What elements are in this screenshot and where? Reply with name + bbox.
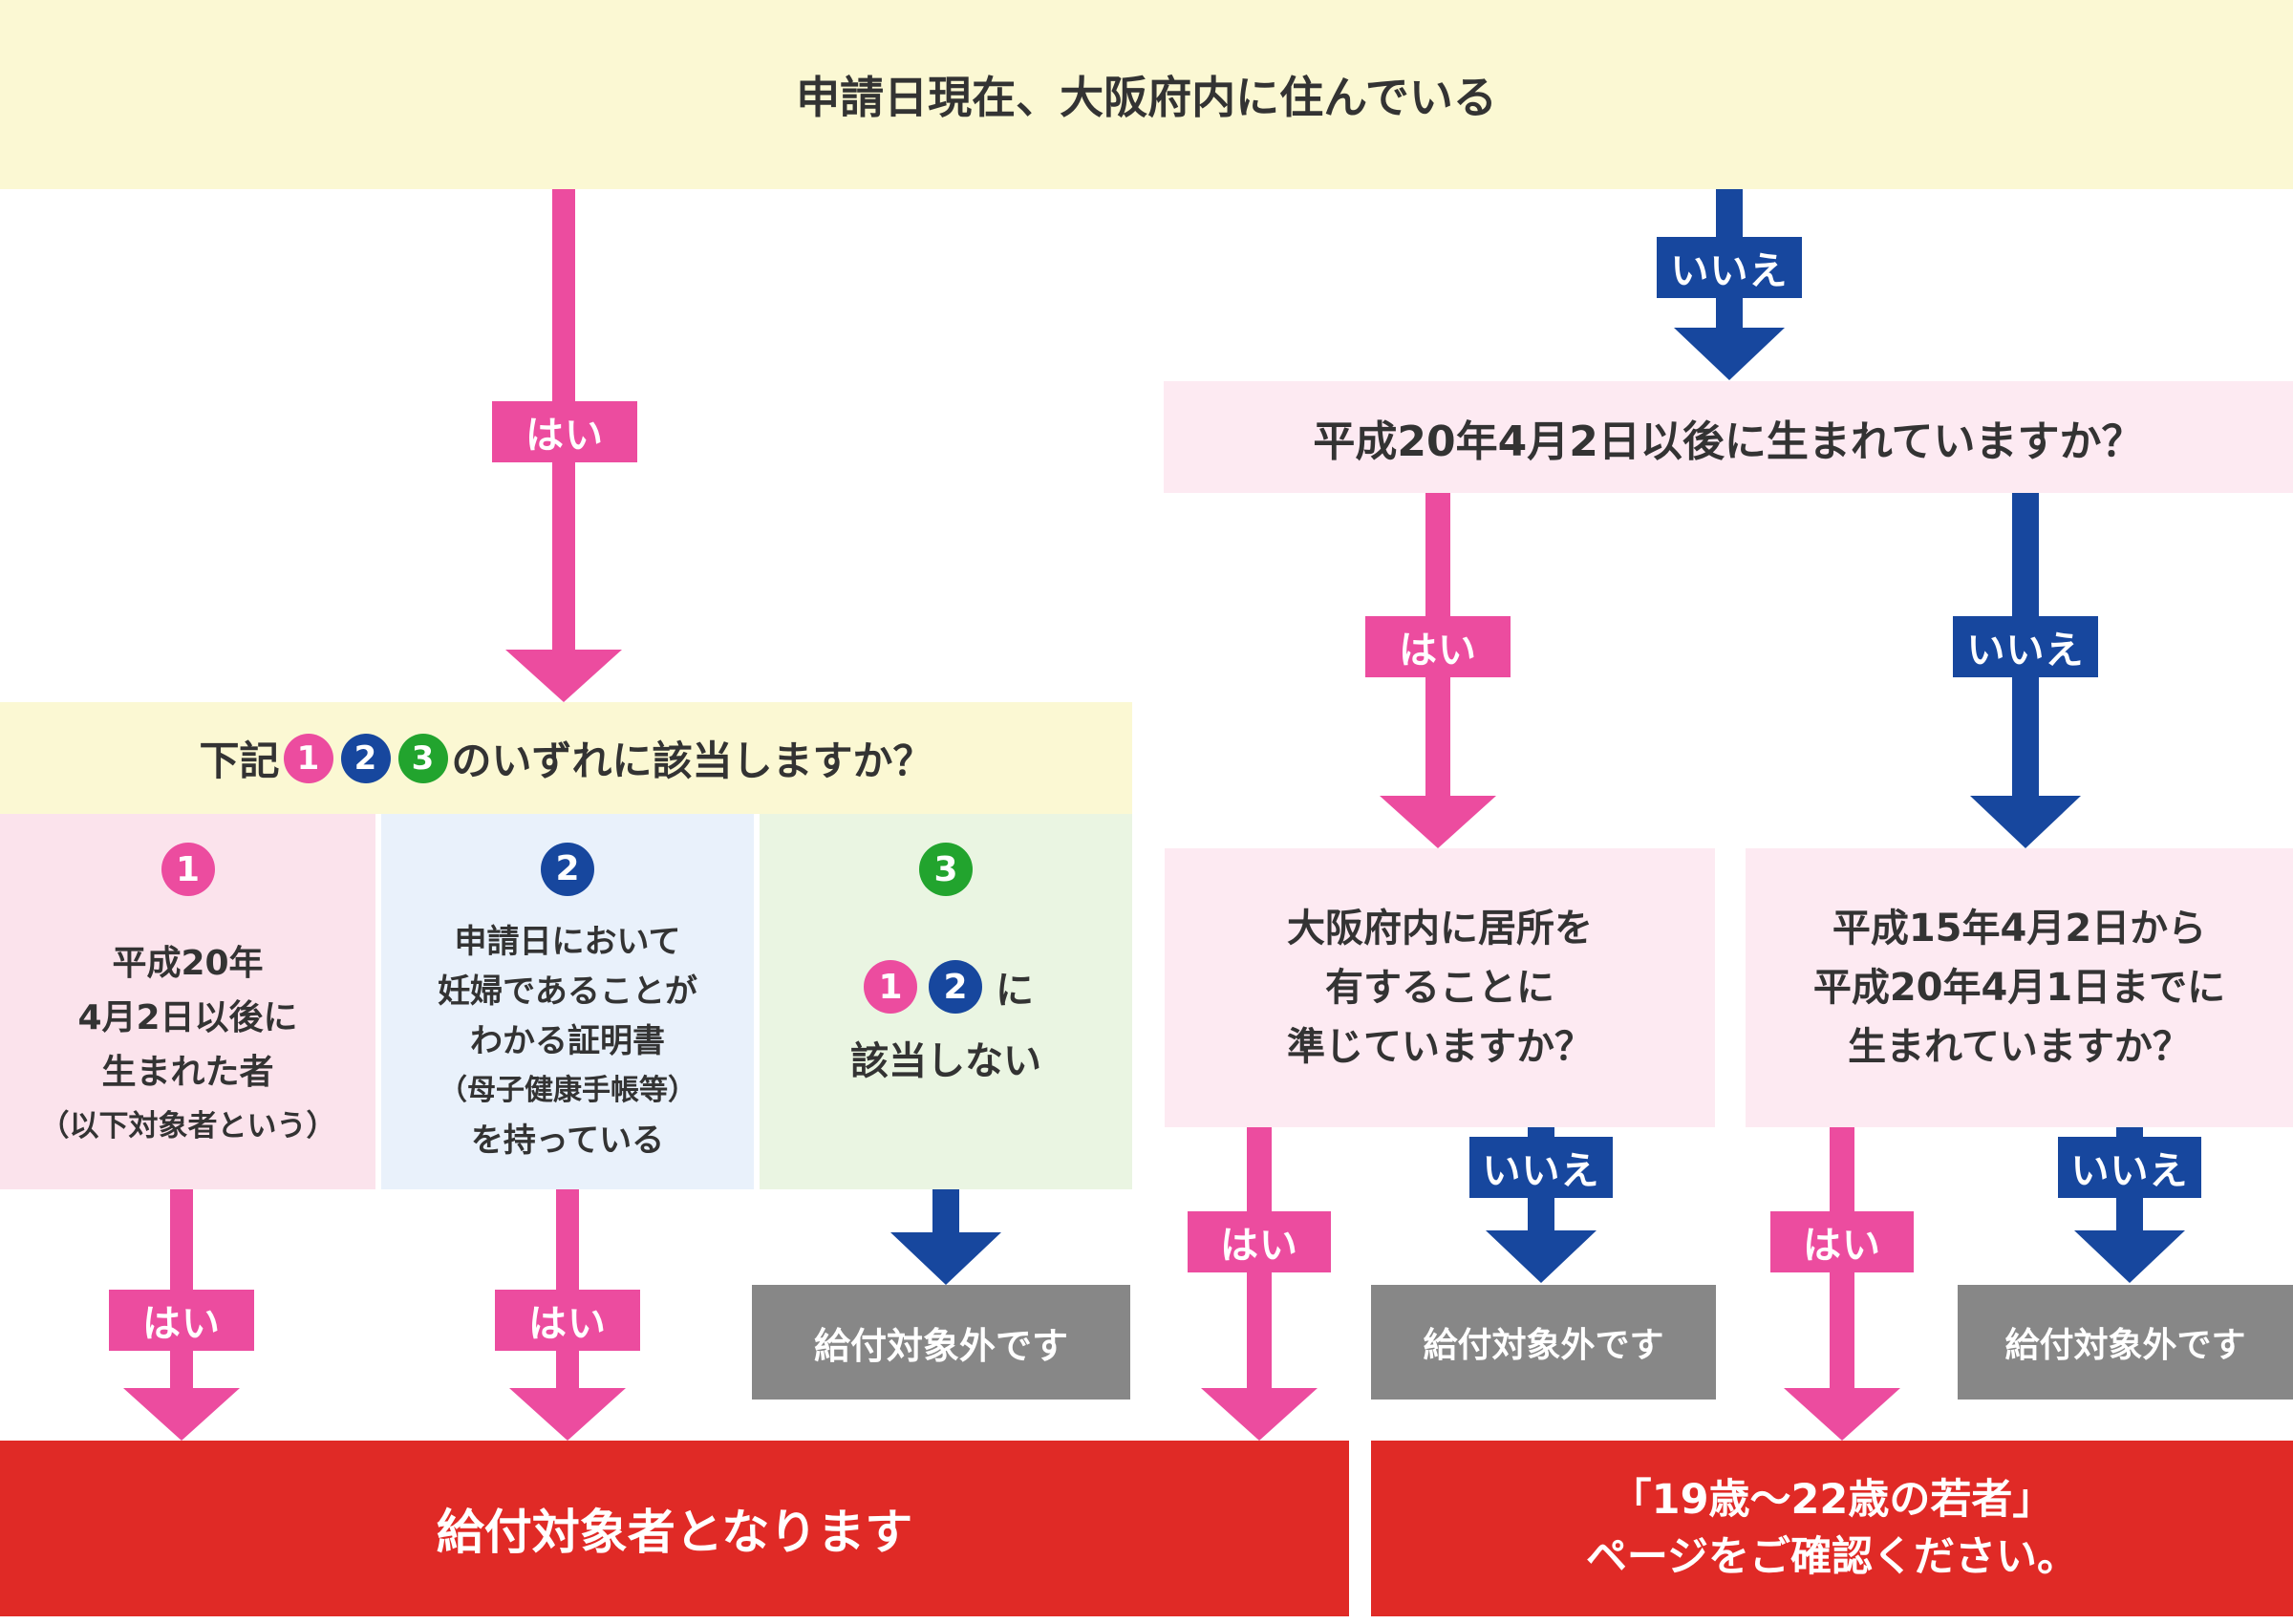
label-yes-text: はい xyxy=(525,414,604,458)
question-born-h15-h20-line: 平成20年4月1日までに xyxy=(1812,966,2226,1010)
label-yes-text: はい xyxy=(1399,629,1477,673)
arrow-no-to-h15-question-head xyxy=(1970,796,2081,848)
label-no-h15: いいえ xyxy=(2058,1137,2201,1198)
circled-2-icon: 2 xyxy=(929,960,982,1014)
label-no-text: いいえ xyxy=(1482,1149,1600,1193)
question-born-h15-h20-line: 生まれていますか？ xyxy=(1848,1025,2191,1069)
option-2-line: わかる証明書 xyxy=(469,1022,665,1060)
option-2-line: 妊婦であることが xyxy=(438,972,697,1011)
question-residence-line: 準じていますか？ xyxy=(1287,1025,1593,1069)
question-born-after-h20-text: 平成20年4月2日以後に生まれていますか？ xyxy=(1313,417,2144,466)
question-residence-line: 有することに xyxy=(1325,966,1554,1010)
arrow-yes-h15-head xyxy=(1784,1388,1900,1441)
label-no-text: いいえ xyxy=(2070,1149,2189,1193)
arrow-yes-option2-shaft xyxy=(556,1189,579,1388)
option-2-box: 2 申請日において 妊婦であることが わかる証明書 （母子健康手帳等） を持って… xyxy=(381,814,754,1189)
label-yes-h15: はい xyxy=(1770,1211,1914,1272)
eligible-box: 給付対象者となります xyxy=(0,1441,1349,1616)
question-born-h15-h20: 平成15年4月2日から 平成20年4月1日までに 生まれていますか？ xyxy=(1746,848,2293,1127)
label-yes-text: はい xyxy=(142,1302,221,1346)
arrow-option3-not-eligible-head xyxy=(890,1232,1001,1285)
question-which-category: 下記 1 2 3 のいずれに該当しますか？ xyxy=(0,702,1132,814)
label-yes-option2: はい xyxy=(495,1290,640,1351)
option-3-line: 該当しない xyxy=(850,1039,1041,1083)
question-residence-line: 大阪府内に居所を xyxy=(1287,907,1593,951)
label-yes-text: はい xyxy=(1803,1224,1881,1268)
label-yes-to-residence: はい xyxy=(1365,616,1511,677)
label-no-residence: いいえ xyxy=(1469,1137,1613,1198)
arrow-yes-option1-head xyxy=(123,1388,240,1441)
label-no-text: いいえ xyxy=(1670,249,1789,293)
circled-3-icon: 3 xyxy=(397,733,448,783)
question-born-after-h20: 平成20年4月2日以後に生まれていますか？ xyxy=(1164,381,2293,493)
circled-2-icon: 2 xyxy=(541,843,594,896)
circled-1-icon: 1 xyxy=(864,960,917,1014)
option-1-line: 生まれた者 xyxy=(101,1053,274,1092)
question-residence: 大阪府内に居所を 有することに 準じていますか？ xyxy=(1165,848,1715,1127)
option-2-line: を持っている xyxy=(470,1122,665,1160)
option-1-line: 4月2日以後に xyxy=(77,998,298,1037)
circled-1-icon: 1 xyxy=(283,733,333,783)
arrow-yes-to-residence-head xyxy=(1380,796,1496,848)
option-3-box: 3 1 2 に 該当しない xyxy=(760,814,1132,1189)
circled-3-icon: 3 xyxy=(919,843,973,896)
arrow-no-h15-head xyxy=(2074,1230,2185,1283)
arrow-option3-not-eligible-shaft xyxy=(932,1189,959,1232)
option-2-line: （母子健康手帳等） xyxy=(438,1074,696,1107)
not-eligible-text: 給付対象外です xyxy=(1423,1326,1664,1365)
arrow-no-residence-head xyxy=(1486,1230,1597,1283)
label-yes-text: はい xyxy=(528,1302,607,1346)
start-banner: 申請日現在、大阪府内に住んでいる xyxy=(0,0,2293,189)
see-youth-page-box: 「19歳～22歳の若者」 ページをご確認ください。 xyxy=(1371,1441,2293,1616)
arrow-yes-option1-shaft xyxy=(170,1189,193,1388)
option-1-line: 平成20年 xyxy=(112,944,264,983)
eligible-text: 給付対象者となります xyxy=(436,1505,913,1560)
arrow-yes-option2-head xyxy=(509,1388,626,1441)
not-eligible-text: 給付対象外です xyxy=(813,1324,1068,1367)
arrow-no-to-birth-question-head xyxy=(1674,328,1785,380)
label-no-text: いいえ xyxy=(1966,629,2085,673)
label-yes-option1: はい xyxy=(109,1290,254,1351)
circled-2-icon: 2 xyxy=(340,733,391,783)
see-youth-page-line: 「19歳～22歳の若者」 xyxy=(1610,1476,2054,1524)
option-1-box: 1 平成20年 4月2日以後に 生まれた者 （以下対象者という） xyxy=(0,814,375,1189)
label-yes-residence: はい xyxy=(1188,1211,1331,1272)
arrow-yes-to-category-head xyxy=(505,650,622,702)
not-eligible-box-2: 給付対象外です xyxy=(1371,1285,1716,1400)
see-youth-page-line: ページをご確認ください。 xyxy=(1585,1533,2079,1581)
question-which-prefix: 下記 xyxy=(199,737,280,784)
arrow-yes-residence-head xyxy=(1201,1388,1318,1441)
label-no-to-h15-question: いいえ xyxy=(1953,616,2098,677)
not-eligible-box-1: 給付対象外です xyxy=(752,1285,1130,1400)
option-1-line: （以下対象者という） xyxy=(39,1109,336,1143)
question-which-suffix: のいずれに該当しますか？ xyxy=(451,737,933,784)
label-yes-to-category: はい xyxy=(492,401,637,462)
start-banner-text: 申請日現在、大阪府内に住んでいる xyxy=(796,72,1497,123)
option-3-particle: に xyxy=(996,969,1034,1013)
option-2-line: 申請日において xyxy=(454,923,681,961)
question-born-h15-h20-line: 平成15年4月2日から xyxy=(1832,907,2207,951)
not-eligible-text: 給付対象外です xyxy=(2004,1326,2246,1365)
not-eligible-box-3: 給付対象外です xyxy=(1958,1285,2293,1400)
label-yes-text: はい xyxy=(1220,1224,1298,1268)
label-no-to-birth-question: いいえ xyxy=(1657,237,1802,298)
circled-1-icon: 1 xyxy=(161,843,215,896)
